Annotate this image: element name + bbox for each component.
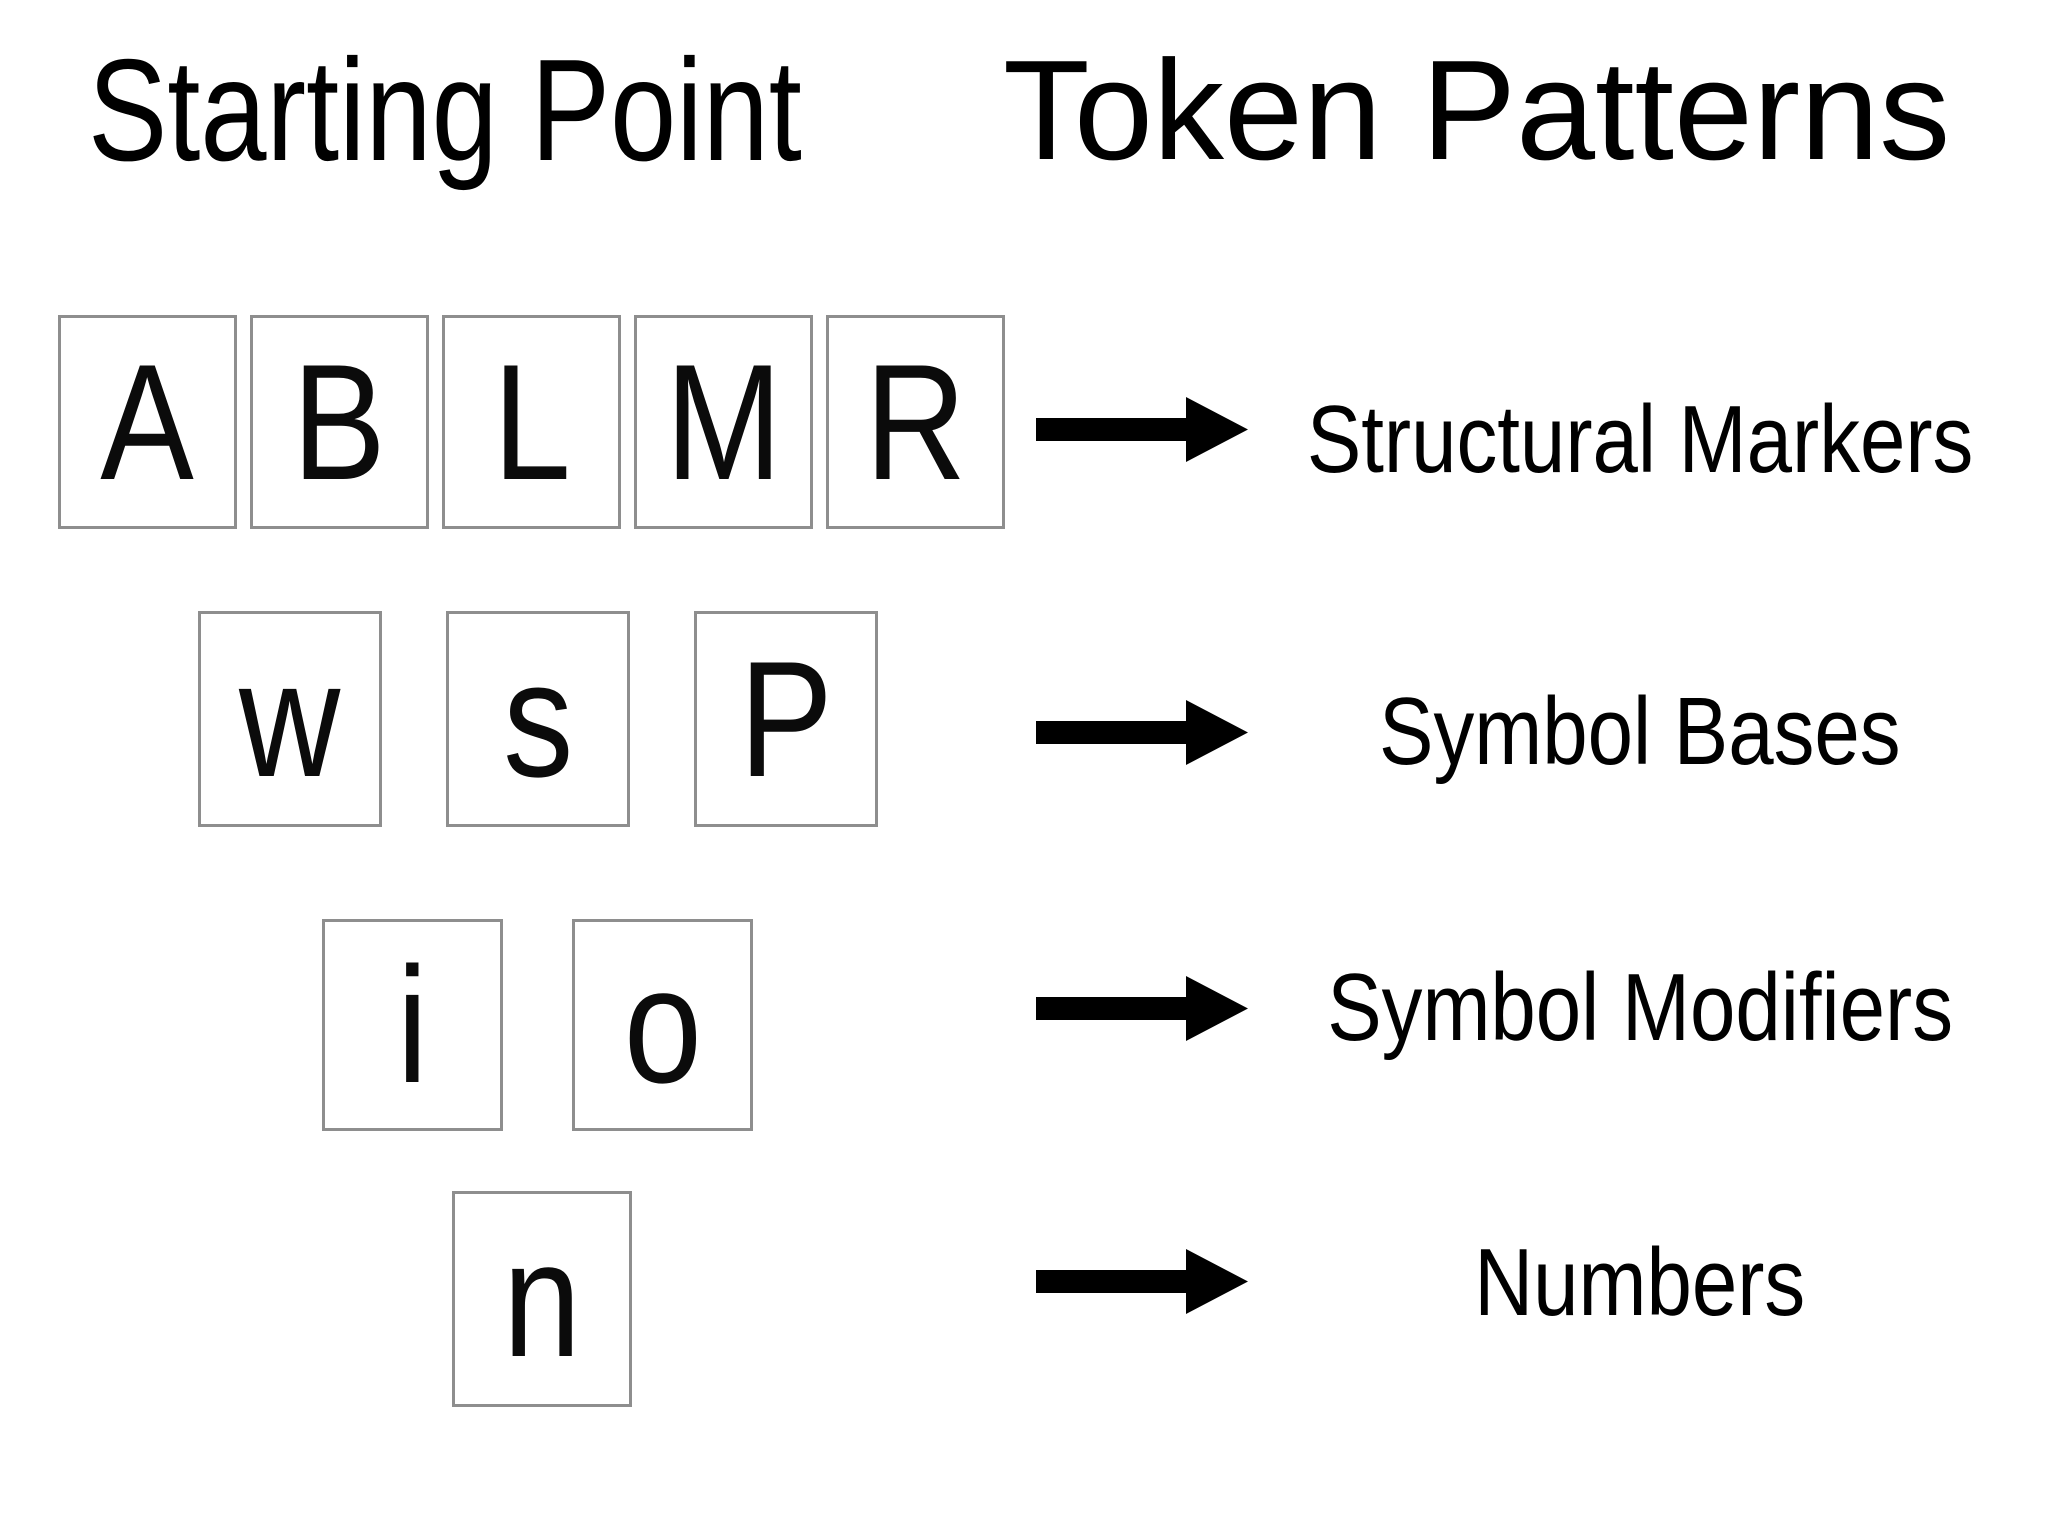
column-title-token-patterns-text: Token Patterns: [1003, 31, 1951, 190]
token-tile-n: n: [452, 1191, 632, 1407]
token-tile-p: P: [694, 611, 878, 827]
token-tile-r: R: [826, 315, 1005, 529]
token-letter-w: w: [239, 626, 341, 811]
token-tile-w: w: [198, 611, 382, 827]
token-tile-i: i: [322, 919, 503, 1131]
column-title-starting-point: Starting Point: [88, 38, 959, 183]
token-tile-m: M: [634, 315, 813, 529]
token-tile-l: L: [442, 315, 621, 529]
token-letter-b: B: [292, 329, 387, 514]
token-letter-i: i: [396, 932, 429, 1117]
category-label-structural-markers: Structural Markers: [1250, 380, 2030, 500]
category-label-numbers: Numbers: [1250, 1223, 2030, 1343]
column-title-starting-point-text: Starting Point: [88, 29, 802, 191]
token-letter-r: R: [864, 329, 967, 514]
token-letter-a: A: [100, 329, 195, 514]
category-label-structural-markers-text: Structural Markers: [1306, 386, 1974, 493]
arrow-icon-structural-markers: [1036, 394, 1248, 464]
token-row-structural-markers: A B L M R: [58, 315, 1005, 529]
token-letter-n: n: [502, 1206, 581, 1391]
arrow-icon-symbol-modifiers: [1036, 973, 1248, 1043]
category-label-symbol-bases-text: Symbol Bases: [1379, 678, 1901, 785]
token-letter-s: s: [502, 626, 574, 811]
category-label-symbol-bases: Symbol Bases: [1250, 672, 2030, 792]
token-tile-b: B: [250, 315, 429, 529]
token-letter-l: L: [492, 329, 571, 514]
token-row-numbers: n: [452, 1191, 632, 1407]
category-label-symbol-modifiers-text: Symbol Modifiers: [1327, 954, 1953, 1061]
token-tile-o: o: [572, 919, 753, 1131]
arrow-icon-numbers: [1036, 1246, 1248, 1316]
category-label-numbers-text: Numbers: [1474, 1229, 1806, 1336]
token-tile-a: A: [58, 315, 237, 529]
token-tile-s: s: [446, 611, 630, 827]
token-letter-o: o: [623, 932, 702, 1117]
arrow-icon-symbol-bases: [1036, 697, 1248, 767]
category-label-symbol-modifiers: Symbol Modifiers: [1250, 948, 2030, 1068]
column-title-token-patterns: Token Patterns: [1003, 40, 1950, 182]
token-row-symbol-bases: w s P: [198, 611, 878, 827]
token-letter-p: P: [739, 626, 833, 811]
token-letter-m: M: [665, 329, 782, 514]
token-row-symbol-modifiers: i o: [322, 919, 753, 1131]
